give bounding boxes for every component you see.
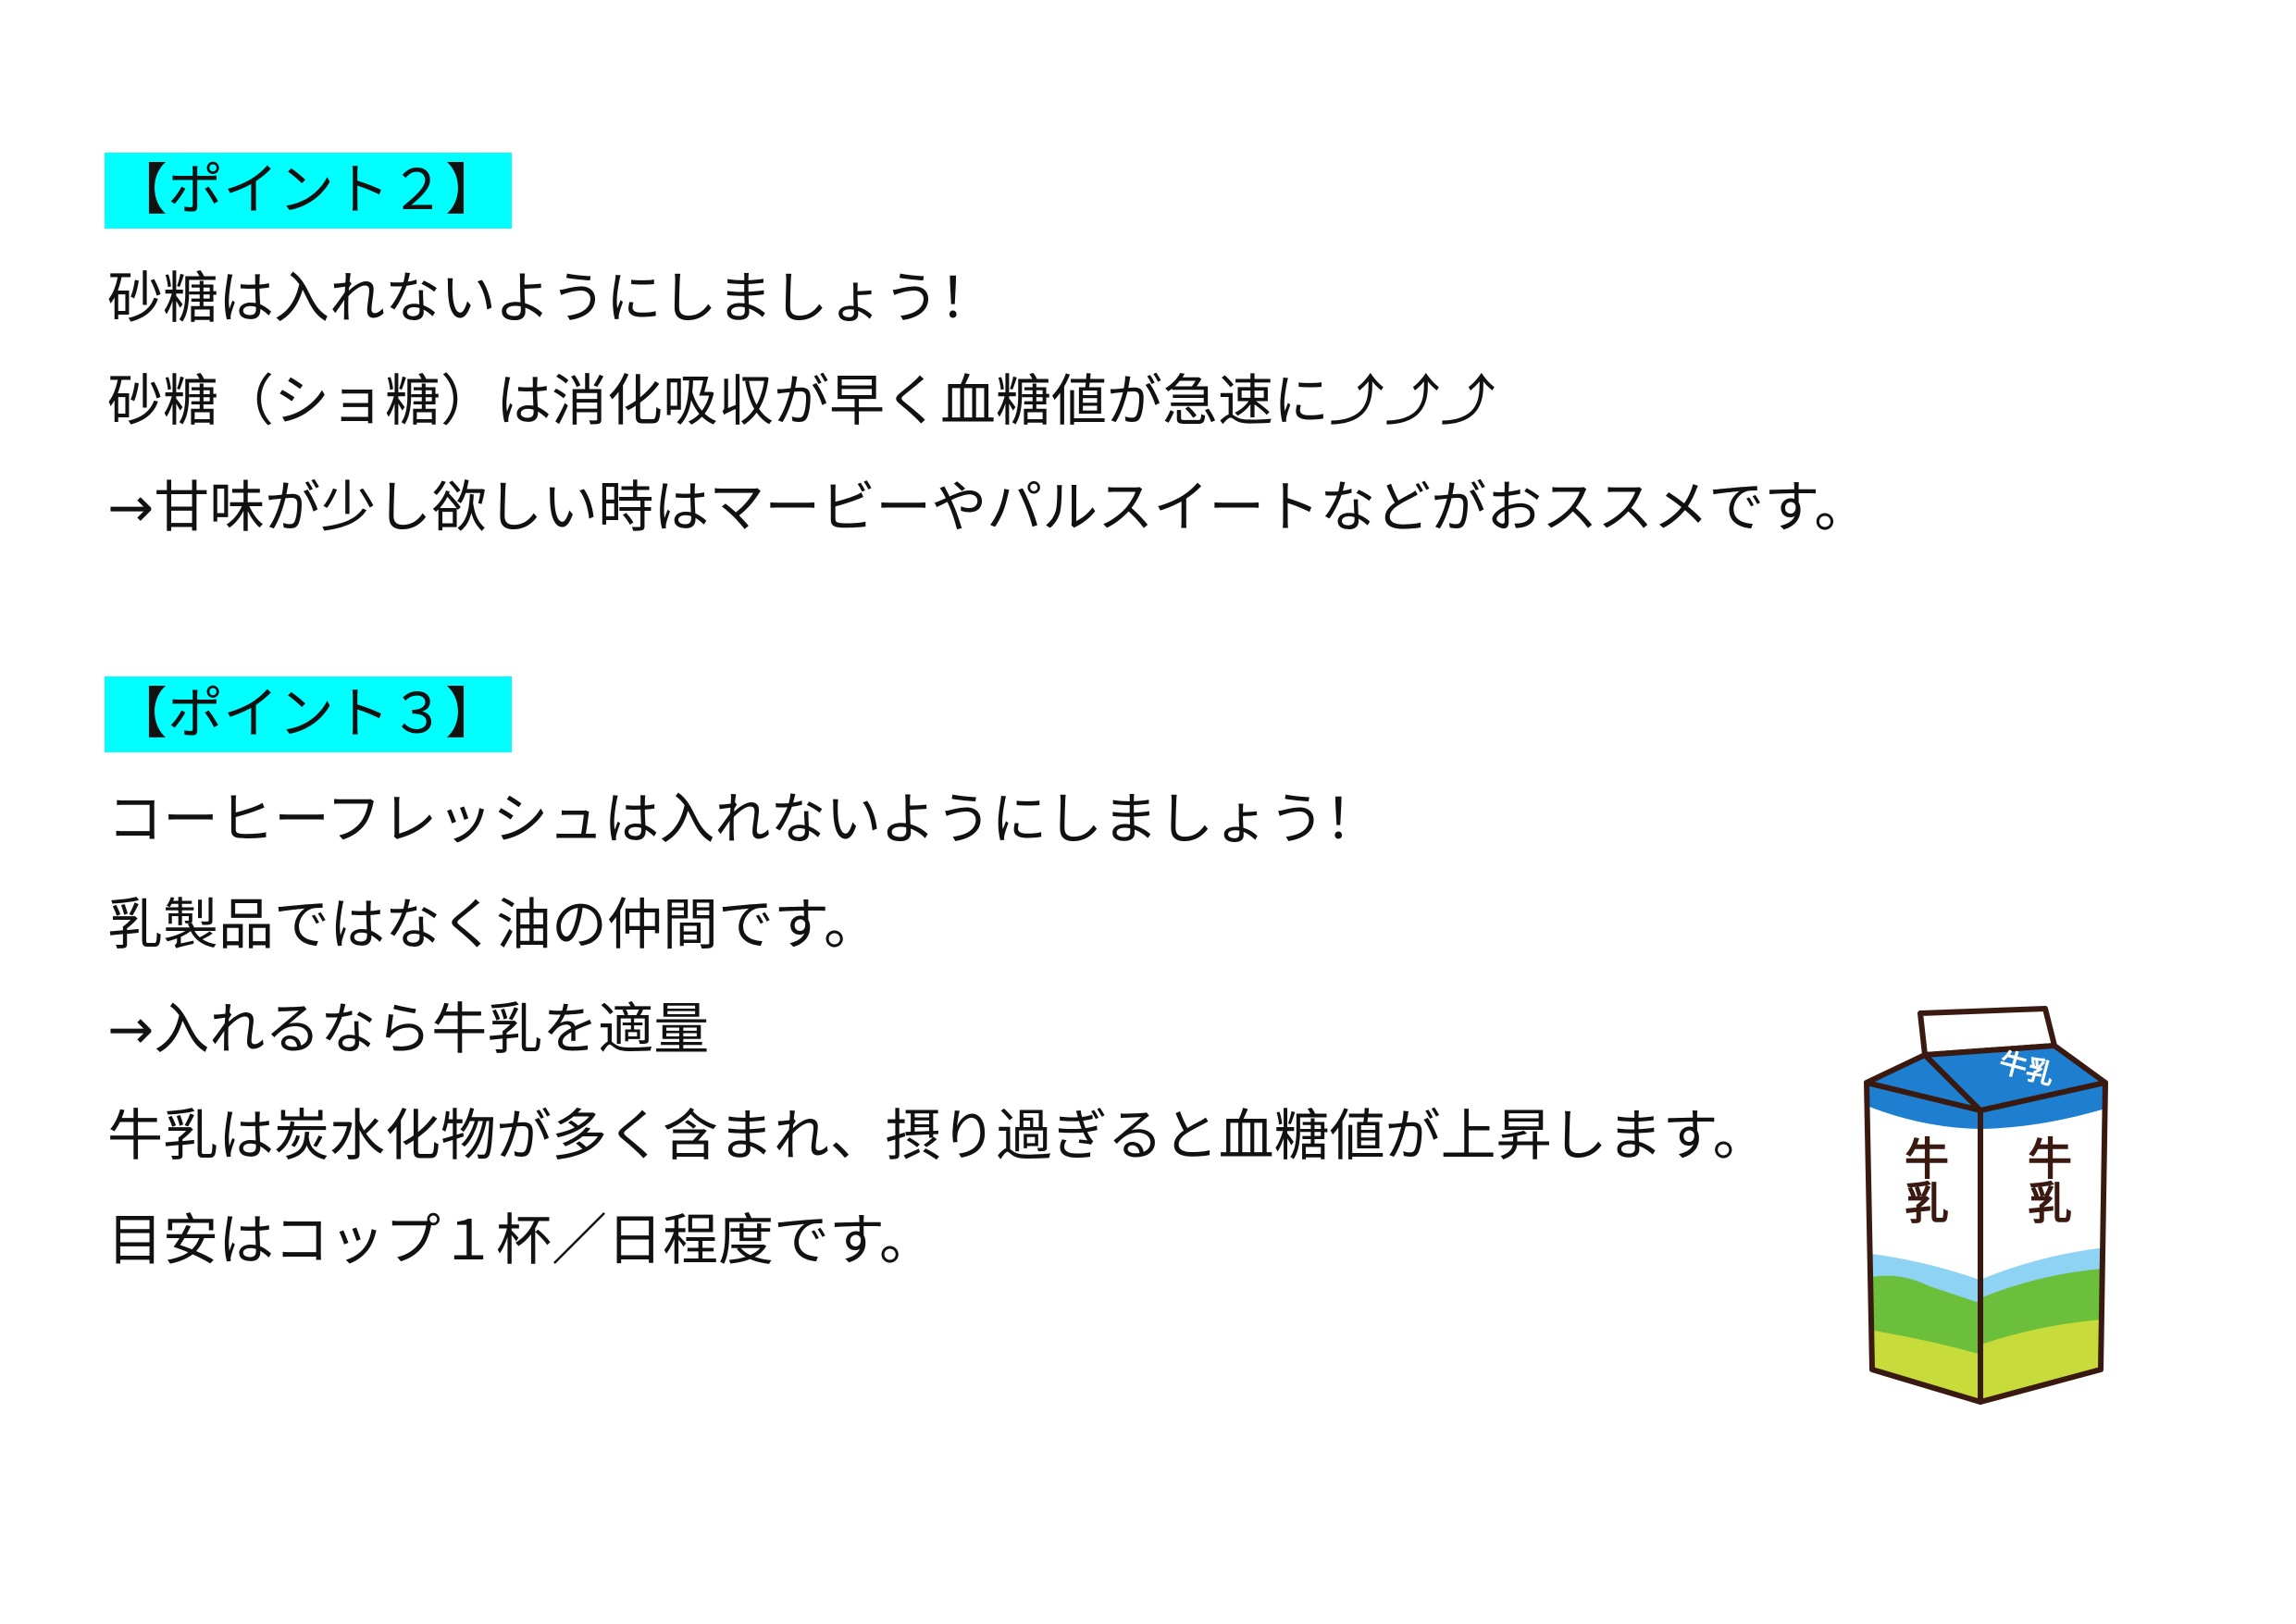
milk-carton-illustration: 牛乳 牛乳 牛乳 <box>1864 1006 2108 1405</box>
point-3-line-1: コーヒーフレッシュは入れないようにしましょう！ <box>107 787 1381 852</box>
point-2-line-2: 砂糖（ショ糖）は消化吸収が早く血糖値が急速に⤴⤴⤴ <box>107 369 1496 434</box>
point-2-line-1: 砂糖は入れないようにしましょう！ <box>107 267 995 331</box>
point-3-line-2: 乳製品ではなく油の仲間です。 <box>107 893 879 958</box>
point-3-heading: 【ポイント３】 <box>105 676 512 752</box>
carton-label-right: 牛乳 <box>2019 1135 2071 1224</box>
point-3-line-3: →入れるなら牛乳を適量 <box>107 998 710 1062</box>
point-2-line-3: →甘味が少し欲しい時はマービーやパルスイートなどがおススメです。 <box>107 476 1870 540</box>
point-2-heading: 【ポイント２】 <box>105 153 512 229</box>
point-3-line-4: 牛乳は炭水化物が多く含まれ、摂り過ぎると血糖値が上昇します。 <box>107 1104 1769 1169</box>
carton-label-left: 牛乳 <box>1896 1135 1948 1224</box>
point-3-line-5: 目安はコップ１杯／日程度です。 <box>107 1209 935 1273</box>
